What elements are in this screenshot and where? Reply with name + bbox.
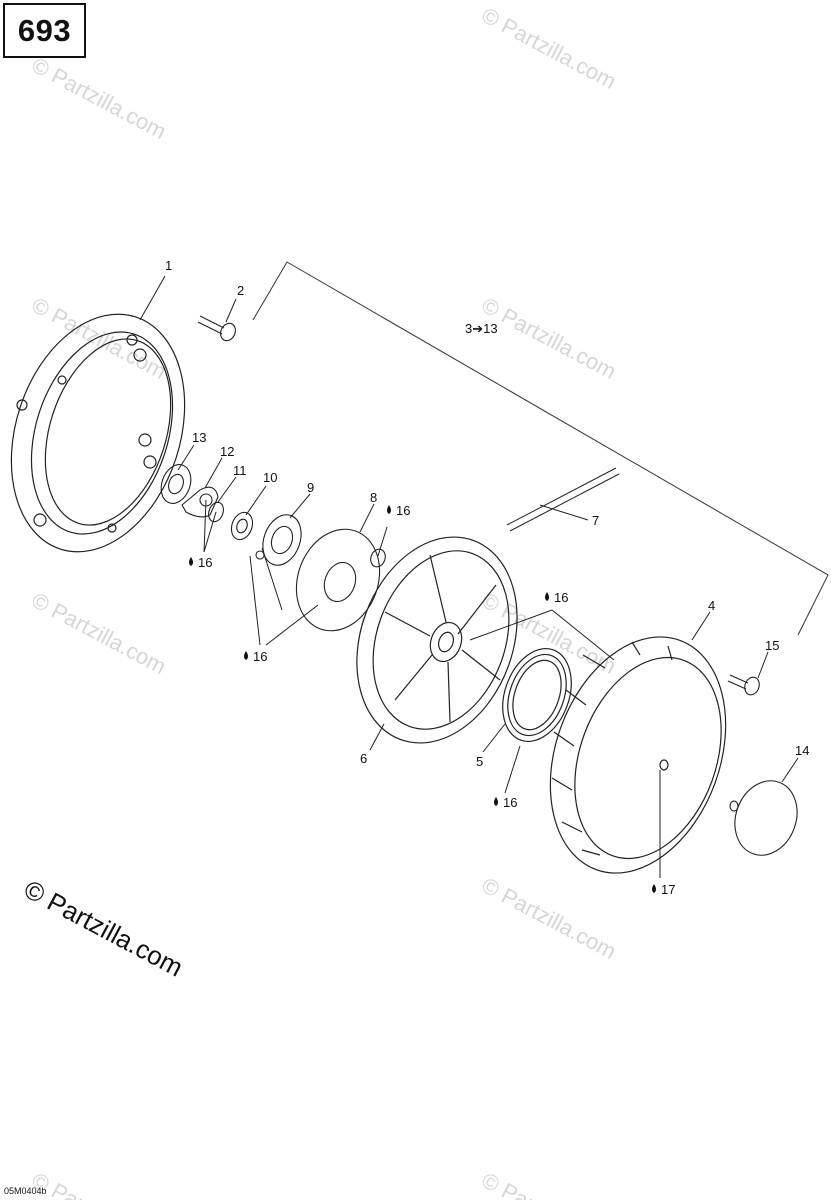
watermark-main: © Partzilla.com [19, 874, 188, 983]
group-label: 3➔13 [465, 321, 498, 336]
diagram-code: 05M0404b [4, 1186, 47, 1196]
callout-2: 2 [237, 283, 244, 298]
watermark-text: © Partzilla.com [478, 872, 621, 964]
lubricant-marker: 16 [244, 649, 267, 664]
drop-icon [652, 884, 656, 893]
drop-icon [545, 592, 549, 601]
lubricant-marker: 17 [652, 882, 675, 897]
leader-lines [139, 275, 799, 878]
lubricant-marker: 16 [545, 590, 568, 605]
svg-text:16: 16 [198, 555, 212, 570]
page-number-box: 693 [3, 3, 86, 58]
lubricant-marker: 16 [189, 555, 212, 570]
svg-text:16: 16 [503, 795, 517, 810]
drop-icon [189, 557, 193, 566]
drop-icon [494, 797, 498, 806]
part-8-cam [295, 528, 386, 632]
part-10-bushing [230, 511, 254, 541]
part-7-rope [506, 467, 620, 532]
callout-layer: 1 2 13 12 11 10 9 8 7 4 15 14 6 5 [165, 258, 809, 769]
watermark-text: © Partzilla.com [28, 292, 171, 384]
watermark-text: © Partzilla.com [28, 1167, 171, 1200]
part-6-sheave [356, 536, 518, 744]
callout-15: 15 [765, 638, 779, 653]
callout-12: 12 [220, 444, 234, 459]
svg-text:16: 16 [554, 590, 568, 605]
callout-14: 14 [795, 743, 809, 758]
callout-9: 9 [307, 480, 314, 495]
watermark-text: © Partzilla.com [478, 2, 621, 94]
part-11-ring [208, 501, 224, 523]
callout-10: 10 [263, 470, 277, 485]
callout-5: 5 [476, 754, 483, 769]
callout-4: 4 [708, 598, 715, 613]
group-bracket [252, 261, 829, 636]
callout-7: 7 [592, 513, 599, 528]
callout-1: 1 [165, 258, 172, 273]
svg-text:16: 16 [396, 503, 410, 518]
svg-text:17: 17 [661, 882, 675, 897]
part-5-spring [502, 647, 572, 743]
watermark-text: © Partzilla.com [28, 587, 171, 679]
page-number: 693 [17, 12, 72, 48]
part-9-pawl [255, 514, 302, 566]
watermark-text: © Partzilla.com [28, 52, 171, 144]
watermark-layer: © Partzilla.com © Partzilla.com © Partzi… [28, 2, 621, 1200]
part-15-bolt [727, 674, 760, 696]
callout-11: 11 [233, 463, 247, 478]
watermark-text: © Partzilla.com [478, 587, 621, 679]
watermark-text: © Partzilla.com [478, 292, 621, 384]
drop-icon [387, 505, 391, 514]
part-2-screw [197, 315, 236, 342]
part-1-ring [10, 313, 186, 553]
callout-8: 8 [370, 490, 377, 505]
part-14-cap [729, 780, 798, 856]
lubricant-markers: 16 16 16 16 16 17 [189, 503, 675, 897]
drop-icon [244, 651, 248, 660]
svg-text:16: 16 [253, 649, 267, 664]
callout-6: 6 [360, 751, 367, 766]
lubricant-marker: 16 [387, 503, 410, 518]
lubricant-marker: 16 [494, 795, 517, 810]
part-13-washer [160, 464, 192, 504]
part-4-housing [549, 636, 727, 874]
callout-13: 13 [192, 430, 206, 445]
watermark-text: © Partzilla.com [478, 1167, 621, 1200]
